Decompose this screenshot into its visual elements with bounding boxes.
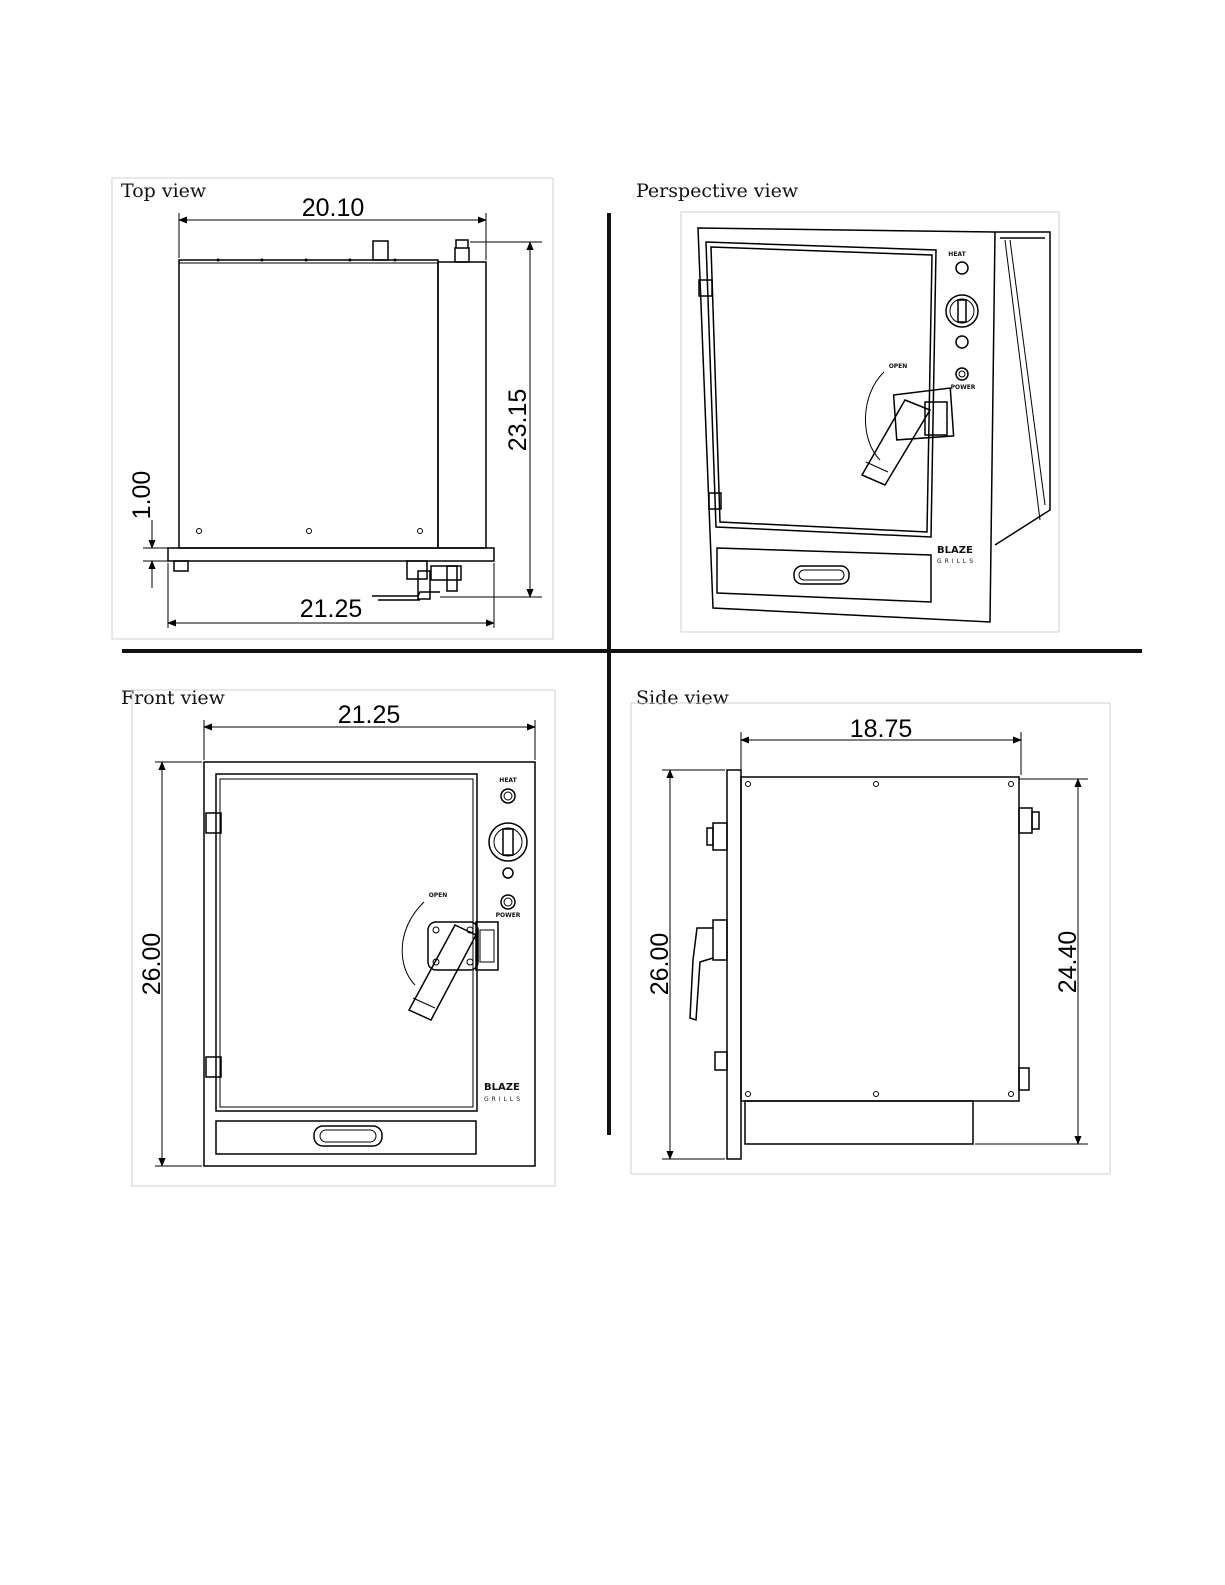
persp-brand-sub: GRILLS	[937, 558, 976, 565]
persp-open-label: OPEN	[889, 363, 908, 370]
front-power-label: POWER	[496, 912, 521, 919]
dim-side-depth: 18.75	[850, 715, 913, 743]
dim-side-height-outer: 26.00	[646, 933, 674, 996]
front-brand-name: BLAZE	[484, 1082, 520, 1093]
front-open-label: OPEN	[429, 892, 448, 899]
side-view-drawing: 18.75 26.00 24.40	[631, 703, 1110, 1174]
dim-front-height: 26.00	[138, 933, 166, 996]
dim-side-height-inner: 24.40	[1054, 931, 1082, 994]
dim-front-width: 21.25	[338, 701, 401, 729]
dim-top-width-top: 20.10	[302, 194, 365, 222]
front-heat-label: HEAT	[499, 777, 517, 784]
dim-top-height: 23.15	[504, 389, 532, 452]
top-view-drawing: 20.10 21.25 23.15 1.00	[112, 178, 553, 639]
front-brand-sub: GRILLS	[484, 1096, 523, 1103]
persp-power-label: POWER	[951, 384, 976, 391]
front-view-drawing: HEAT POWER OPEN BLAZE GRILLS 21.25 26.00	[132, 690, 555, 1186]
dim-top-width-bottom: 21.25	[300, 595, 363, 623]
dim-top-lip: 1.00	[128, 471, 156, 520]
persp-heat-label: HEAT	[948, 251, 966, 258]
persp-brand-name: BLAZE	[937, 545, 973, 556]
perspective-view-drawing: HEAT POWER OPEN BLAZE GRILLS	[681, 212, 1059, 632]
